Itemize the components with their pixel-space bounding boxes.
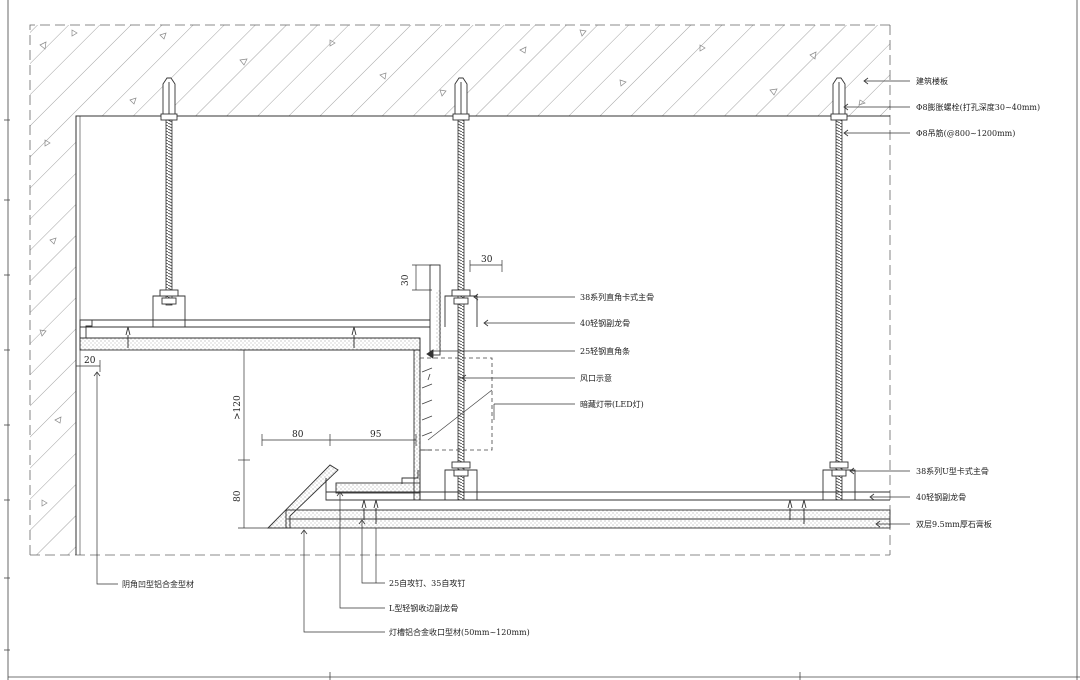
hanger-rod-right [835,119,843,501]
label-bolt: Φ8膨胀螺栓(打孔深度30~40mm) [916,102,1040,112]
dimension-30-horizontal: 30 [481,255,493,265]
label-l-keel: L型轻钢收边副龙骨 [389,603,458,613]
dimension-120: >120 [233,395,243,420]
light-trough-profile [266,464,339,529]
label-rod: Φ8吊筋(@800~1200mm) [916,128,1015,138]
label-screws: 25自攻钉、35自攻钉 [389,578,465,588]
dimension-lines [75,260,503,529]
hanger-rods [165,119,843,501]
l-keel-bracket [401,470,419,484]
hanger-rod-left [165,119,173,306]
label-sub-keel-40-lower: 40轻钢副龙骨 [916,492,966,502]
dimension-80-horizontal: 80 [292,430,304,440]
expansion-bolt-right [830,77,848,121]
label-led: 暗藏灯带(LED灯) [580,399,644,409]
labels: 建筑楼板 Φ8膨胀螺栓(打孔深度30~40mm) Φ8吊筋(@800~1200m… [122,76,1040,637]
dimension-80-vertical: 80 [233,490,243,502]
dimension-20: 20 [84,356,96,366]
upper-gypsum-board [79,337,421,351]
label-gypsum: 双层9.5mm厚石膏板 [916,519,992,529]
label-strip-25: 25轻钢直角条 [580,346,630,356]
label-slab: 建筑楼板 [916,76,948,86]
hanger-rod-middle [457,119,465,501]
corner-aluminium-profile [79,319,93,338]
dimension-30-vertical: 30 [401,274,411,286]
concrete-slab-and-wall [29,24,891,556]
label-light-trough: 灯槽铝合金收口型材(50mm~120mm) [389,627,530,637]
expansion-bolt-left [160,77,178,121]
dimension-95: 95 [370,430,382,440]
expansion-bolt-middle [452,77,470,121]
label-sub-keel-40-upper: 40轻钢副龙骨 [580,318,630,328]
aggregate-marks [39,29,866,507]
label-main-keel-38-u: 38系列U型卡式主骨 [916,466,989,476]
label-vent: 风口示意 [580,373,612,383]
expansion-bolts [160,77,848,121]
vent-led-housing [419,357,493,451]
vent-louvers [421,367,433,437]
upper-ceiling [79,264,478,501]
label-corner-profile: 阴角凹型铝合金型材 [122,579,194,589]
drop-board [413,349,421,501]
dimension-texts: 30 30 20 >120 80 95 80 [84,255,493,502]
leader-lines [96,80,910,633]
label-main-keel-38-right-angle: 38系列直角卡式主骨 [580,292,654,302]
sheet-frame [4,0,1080,680]
leader-arrows [93,77,881,535]
lower-ceiling [266,461,891,529]
